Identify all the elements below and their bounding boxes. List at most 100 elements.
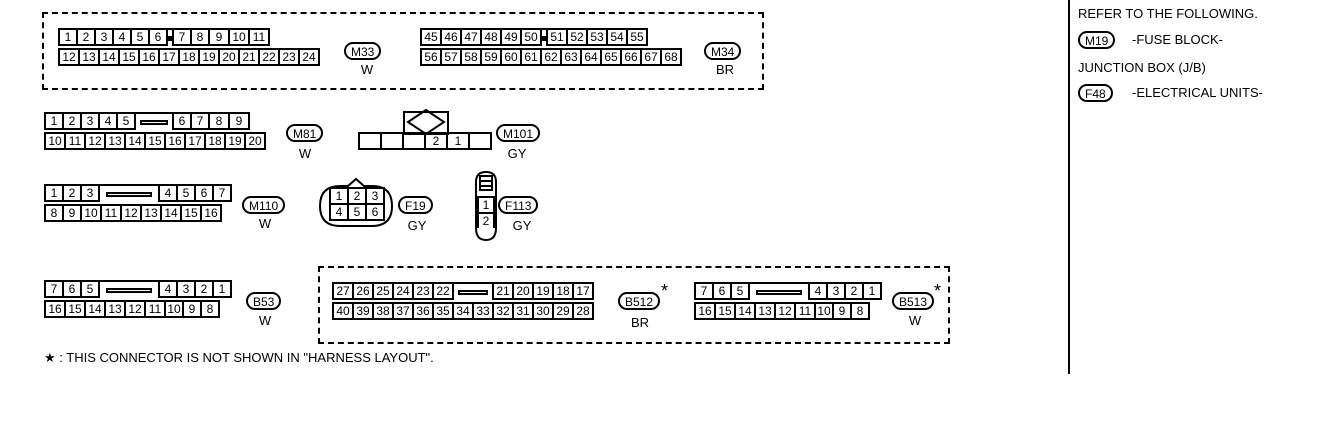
connector-b512-grid: 27 26 25 24 23 22 21 20 19 18 17 bbox=[332, 282, 594, 300]
pin: 1 bbox=[44, 112, 64, 130]
reference-code-f48: F48 bbox=[1078, 84, 1113, 102]
pin: 5 bbox=[116, 112, 136, 130]
pin: 8 bbox=[190, 28, 210, 46]
pin: 15 bbox=[180, 204, 202, 222]
connector-m101-grid: 2 1 bbox=[358, 132, 492, 150]
pin: 11 bbox=[248, 28, 270, 46]
pin: 5 bbox=[730, 282, 750, 300]
pin: 29 bbox=[552, 302, 574, 320]
pin: 13 bbox=[140, 204, 162, 222]
pin: 48 bbox=[480, 28, 502, 46]
pin: 9 bbox=[832, 302, 852, 320]
connector-latch bbox=[98, 280, 160, 297]
pin: 47 bbox=[460, 28, 482, 46]
pin: 13 bbox=[104, 300, 126, 318]
pin: 3 bbox=[80, 184, 100, 202]
pin: 23 bbox=[278, 48, 300, 66]
connector-f113-housing bbox=[475, 170, 497, 242]
pin: 23 bbox=[412, 282, 434, 300]
pin: 12 bbox=[120, 204, 142, 222]
pin: 15 bbox=[64, 300, 86, 318]
reference-m19-text: -FUSE BLOCK- bbox=[1132, 32, 1224, 47]
pin: 32 bbox=[492, 302, 514, 320]
pin: 12 bbox=[774, 302, 796, 320]
connector-m34-row1: 45 46 47 48 49 50 51 52 53 54 55 bbox=[420, 28, 648, 46]
pin: 15 bbox=[714, 302, 736, 320]
pin: 14 bbox=[124, 132, 146, 150]
connector-m81-color: W bbox=[298, 146, 312, 161]
pin: 51 bbox=[546, 28, 568, 46]
pin: 24 bbox=[392, 282, 414, 300]
pin: 1 bbox=[212, 280, 232, 298]
pin: 9 bbox=[182, 300, 202, 318]
pin bbox=[468, 132, 492, 150]
pin: 53 bbox=[586, 28, 608, 46]
pin: 68 bbox=[660, 48, 682, 66]
dashed-group-b512-b513 bbox=[318, 266, 950, 344]
reference-f48-text: -ELECTRICAL UNITS- bbox=[1132, 85, 1263, 100]
pin: 1 bbox=[329, 187, 349, 205]
connector-f113-label: F113 bbox=[498, 196, 539, 214]
connector-m34-grid: 45 46 47 48 49 50 51 52 53 54 55 bbox=[420, 28, 648, 46]
connector-m101-color: GY bbox=[507, 146, 527, 161]
pin: 16 bbox=[164, 132, 186, 150]
connector-m110-row1: 1 2 3 4 5 6 7 bbox=[44, 184, 232, 202]
pin: 38 bbox=[372, 302, 394, 320]
connector-b53-row2: 16 15 14 13 12 11 10 9 8 bbox=[44, 300, 220, 318]
pin: 5 bbox=[347, 203, 367, 221]
pin: 14 bbox=[84, 300, 106, 318]
pin: 13 bbox=[104, 132, 126, 150]
pin: 62 bbox=[540, 48, 562, 66]
pin: 21 bbox=[492, 282, 514, 300]
pin: 4 bbox=[98, 112, 118, 130]
connector-m33-row2: 12 13 14 15 16 17 18 19 20 21 22 23 24 bbox=[58, 48, 320, 66]
connector-m33-color: W bbox=[360, 62, 374, 77]
pin: 3 bbox=[80, 112, 100, 130]
pin: 3 bbox=[176, 280, 196, 298]
pin: 25 bbox=[372, 282, 394, 300]
pin: 66 bbox=[620, 48, 642, 66]
pin: 3 bbox=[365, 187, 385, 205]
pin: 34 bbox=[452, 302, 474, 320]
pin: 59 bbox=[480, 48, 502, 66]
pin: 8 bbox=[200, 300, 220, 318]
pin: 6 bbox=[365, 203, 385, 221]
connector-m81-label: M81 bbox=[286, 124, 324, 142]
reference-m19-text-2: JUNCTION BOX (J/B) bbox=[1078, 60, 1206, 75]
pin: 11 bbox=[144, 300, 166, 318]
pin: 7 bbox=[44, 280, 64, 298]
pin: 16 bbox=[138, 48, 160, 66]
pin: 18 bbox=[552, 282, 574, 300]
footnote: ★ : THIS CONNECTOR IS NOT SHOWN IN "HARN… bbox=[44, 350, 434, 365]
pin: 17 bbox=[572, 282, 594, 300]
connector-m34-color: BR bbox=[715, 62, 735, 77]
connector-latch bbox=[452, 282, 494, 299]
pin: 2 bbox=[62, 112, 82, 130]
pin: 10 bbox=[164, 300, 184, 318]
b512-not-shown-star: * bbox=[661, 281, 669, 301]
connector-b513-row1: 7 6 5 4 3 2 1 bbox=[694, 282, 882, 300]
pin: 2 bbox=[424, 132, 448, 150]
pin: 1 bbox=[58, 28, 78, 46]
pin: 7 bbox=[212, 184, 232, 202]
reference-code-m19: M19 bbox=[1078, 31, 1116, 49]
pin: 2 bbox=[62, 184, 82, 202]
connector-b53-grid: 7 6 5 4 3 2 1 bbox=[44, 280, 232, 298]
pin: 2 bbox=[844, 282, 864, 300]
connector-m33-grid-row2: 12 13 14 15 16 17 18 19 20 21 22 23 24 bbox=[58, 48, 320, 66]
pin: 8 bbox=[208, 112, 230, 130]
pin: 50 bbox=[520, 28, 542, 46]
reference-heading: REFER TO THE FOLLOWING. bbox=[1078, 6, 1258, 21]
connector-m33-label: M33 bbox=[344, 42, 382, 60]
pin: 19 bbox=[532, 282, 554, 300]
pin: 55 bbox=[626, 28, 648, 46]
pin: 27 bbox=[332, 282, 354, 300]
connector-m101-row: 2 1 bbox=[358, 132, 492, 150]
pin: 63 bbox=[560, 48, 582, 66]
pin: 6 bbox=[172, 112, 192, 130]
pin: 20 bbox=[244, 132, 266, 150]
connector-m81-grid: 1 2 3 4 5 6 7 8 9 bbox=[44, 112, 250, 130]
connector-latch bbox=[98, 184, 160, 201]
connector-b512-row2: 40 39 38 37 36 35 34 33 32 31 30 29 28 bbox=[332, 302, 594, 320]
pin: 20 bbox=[512, 282, 534, 300]
